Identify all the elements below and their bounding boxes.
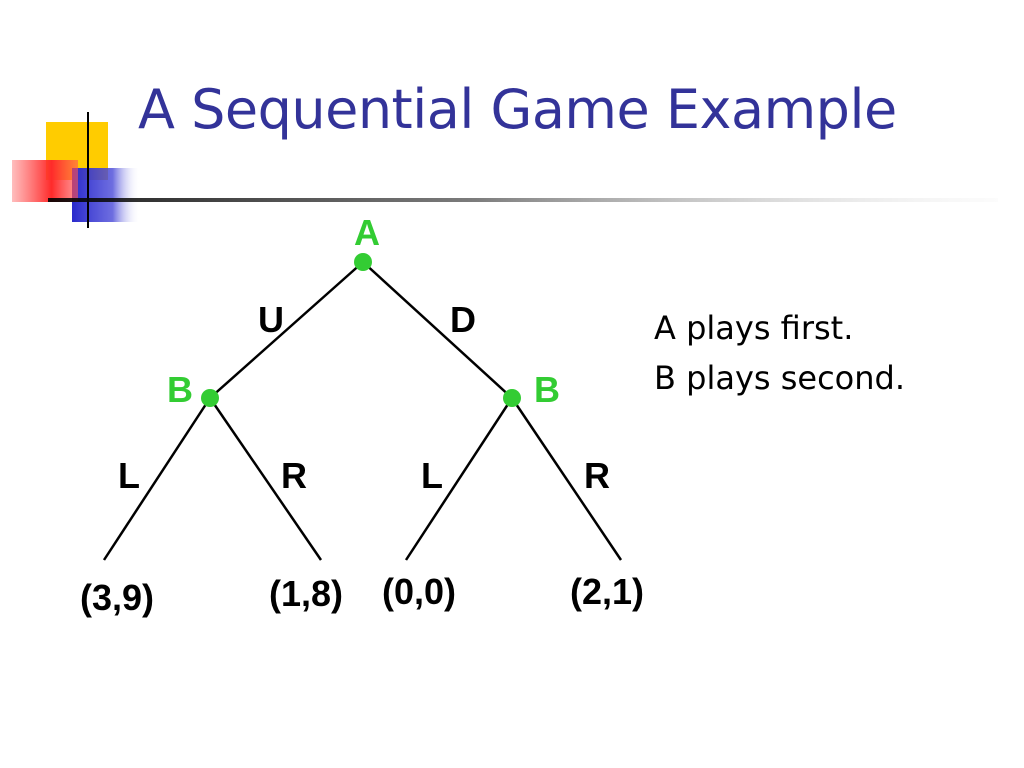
- move-label-l-left: L: [118, 455, 140, 496]
- node-b-right: [503, 389, 521, 407]
- tree-edges: [102, 261, 623, 561]
- payoff-leaf-1: (3,9): [80, 577, 154, 618]
- payoff-labels: (3,9) (1,8) (0,0) (2,1): [80, 571, 644, 618]
- edge-root-to-b-right: [362, 261, 513, 399]
- note-a-plays-first: A plays first.: [654, 309, 854, 347]
- edge-b-left-to-leaf-2: [208, 397, 323, 561]
- move-labels: U D L R L R: [118, 299, 610, 496]
- move-label-u: U: [258, 299, 284, 340]
- root-node: [354, 253, 372, 271]
- player-label-root: A: [354, 212, 380, 253]
- tree-nodes: [201, 253, 521, 407]
- deco-red-square: [12, 160, 78, 202]
- player-labels: A B B: [167, 212, 560, 410]
- edge-root-to-b-left: [209, 261, 364, 399]
- title-underline-rule: [48, 198, 998, 202]
- player-label-b-right: B: [534, 369, 560, 410]
- payoff-leaf-4: (2,1): [570, 571, 644, 612]
- payoff-leaf-2: (1,8): [269, 573, 343, 614]
- move-label-d: D: [450, 299, 476, 340]
- move-label-r-left: R: [281, 455, 307, 496]
- title-decoration: [12, 112, 998, 228]
- move-label-l-right: L: [421, 455, 443, 496]
- player-label-b-left: B: [167, 369, 193, 410]
- edge-b-left-to-leaf-1: [102, 397, 212, 561]
- move-label-r-right: R: [584, 455, 610, 496]
- node-b-left: [201, 389, 219, 407]
- slide-title: A Sequential Game Example: [138, 78, 897, 141]
- payoff-leaf-3: (0,0): [382, 571, 456, 612]
- edge-b-right-to-leaf-3: [404, 397, 514, 561]
- note-b-plays-second: B plays second.: [654, 359, 906, 397]
- deco-blue-square: [72, 168, 140, 222]
- edge-b-right-to-leaf-4: [510, 397, 623, 561]
